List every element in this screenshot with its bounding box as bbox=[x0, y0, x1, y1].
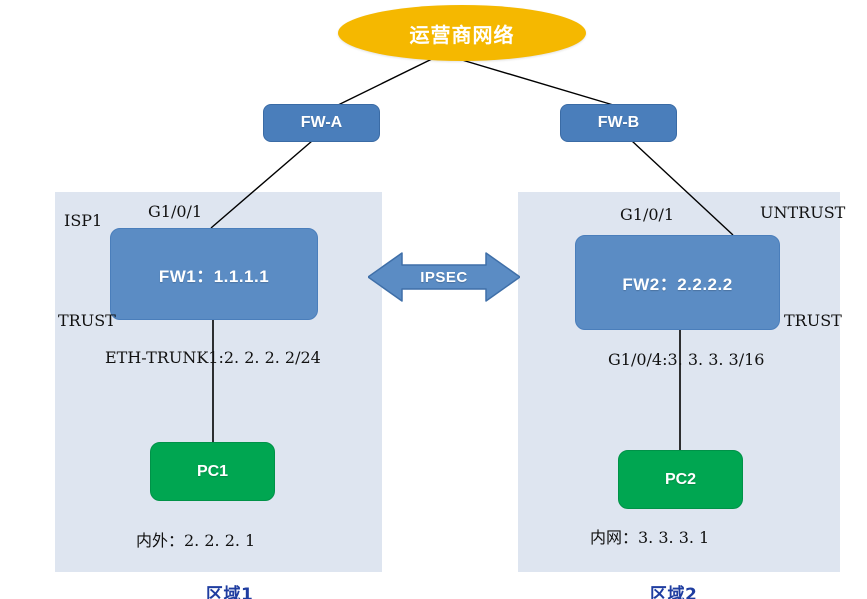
node-fw-b[interactable]: FW-B bbox=[560, 104, 677, 142]
node-fw2-label: FW2：2.2.2.2 bbox=[622, 275, 733, 294]
ipsec-link[interactable]: IPSEC bbox=[368, 250, 520, 304]
node-fw1-label: FW1：1.1.1.1 bbox=[158, 266, 270, 286]
label-fw2-uplink-interface: G1/0/1 bbox=[620, 205, 675, 224]
node-pc2[interactable]: PC2 bbox=[618, 450, 743, 509]
zone1-caption: 区域1 bbox=[206, 585, 254, 599]
node-pc1[interactable]: PC1 bbox=[150, 442, 275, 501]
zone2-caption: 区域2 bbox=[650, 585, 698, 599]
double-arrow-icon bbox=[368, 252, 520, 302]
node-fw-a[interactable]: FW-A bbox=[263, 104, 380, 142]
label-zone2-trust: TRUST bbox=[784, 311, 842, 330]
label-fw1-downlink-interface: ETH-TRUNK1:2. 2. 2. 2/24 bbox=[105, 348, 321, 367]
label-pc1-address: 内外：2. 2. 2. 1 bbox=[136, 531, 256, 550]
node-fw1[interactable]: FW1：1.1.1.1 bbox=[110, 228, 318, 320]
label-zone2-untrust: UNTRUST bbox=[760, 203, 846, 222]
label-zone1-trust: TRUST bbox=[58, 311, 116, 330]
node-fw-b-label: FW-B bbox=[597, 114, 640, 131]
link-cloud-to-fwa bbox=[333, 56, 437, 108]
node-pc1-label: PC1 bbox=[196, 462, 229, 480]
carrier-network-cloud[interactable]: 运营商网络 bbox=[338, 5, 586, 61]
label-isp1: ISP1 bbox=[64, 211, 103, 230]
label-pc2-address: 内网：3. 3. 3. 1 bbox=[590, 528, 710, 547]
link-cloud-to-fwb bbox=[451, 56, 621, 108]
node-fw2[interactable]: FW2：2.2.2.2 bbox=[575, 235, 780, 330]
label-fw1-uplink-interface: G1/0/1 bbox=[148, 202, 203, 221]
node-fw-a-label: FW-A bbox=[300, 114, 343, 131]
label-fw2-downlink-interface: G1/0/4:3. 3. 3. 3/16 bbox=[608, 350, 765, 369]
node-pc2-label: PC2 bbox=[664, 470, 697, 488]
carrier-network-label: 运营商网络 bbox=[409, 22, 515, 47]
